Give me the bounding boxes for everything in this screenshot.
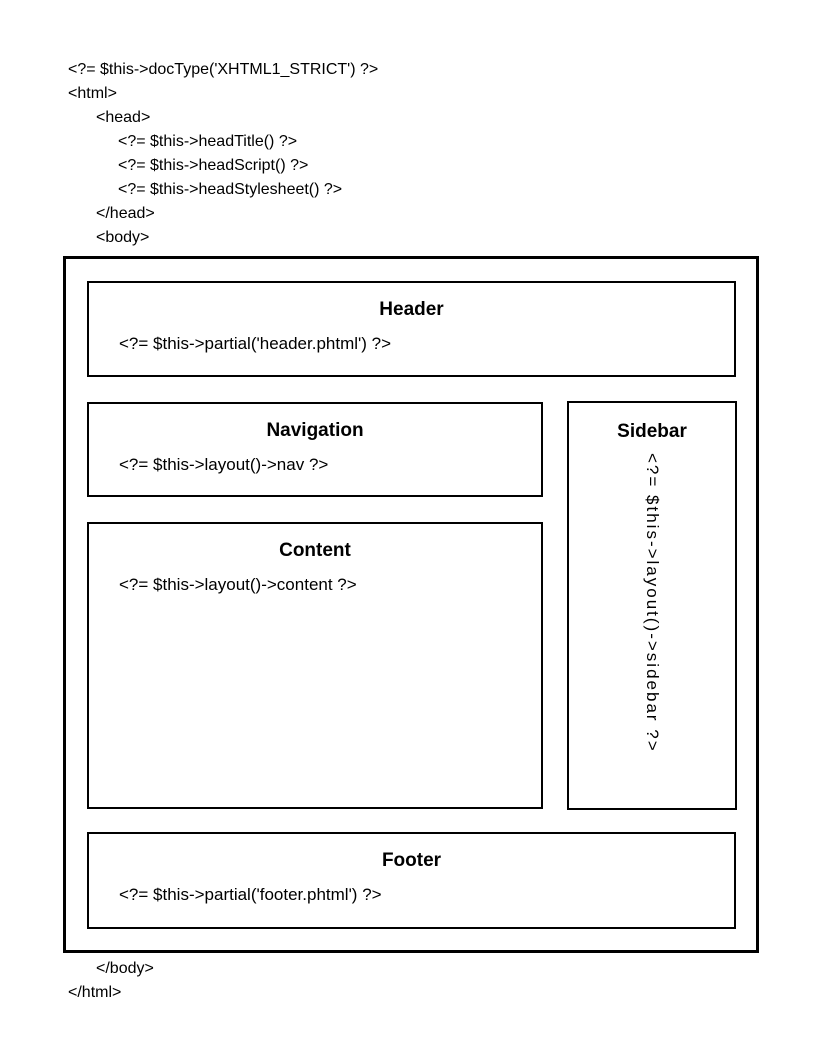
content-title: Content bbox=[279, 540, 351, 561]
body-outline-box: Header <?= $this->partial('header.phtml'… bbox=[63, 256, 759, 953]
sidebar-box: Sidebar <?= $this->layout()->sidebar ?> bbox=[567, 401, 737, 810]
code-line-head-open: <head> bbox=[96, 109, 151, 126]
sidebar-title: Sidebar bbox=[617, 421, 687, 442]
content-code: <?= $this->layout()->content ?> bbox=[119, 575, 357, 594]
sidebar-code-vertical: <?= $this->layout()->sidebar ?> bbox=[643, 453, 662, 753]
code-line-doctype: <?= $this->docType('XHTML1_STRICT') ?> bbox=[68, 61, 379, 78]
footer-title: Footer bbox=[381, 850, 442, 871]
code-line-headtitle: <?= $this->headTitle() ?> bbox=[118, 133, 298, 150]
code-line-head-close: </head> bbox=[96, 205, 155, 222]
navigation-title: Navigation bbox=[266, 420, 364, 441]
footer-box: Footer <?= $this->partial('footer.phtml'… bbox=[87, 832, 736, 929]
code-line-body-close: </body> bbox=[96, 960, 154, 977]
header-title: Header bbox=[379, 299, 444, 320]
bottom-code-block: </body> </html> bbox=[68, 957, 154, 1005]
top-code-block: <?= $this->docType('XHTML1_STRICT') ?> <… bbox=[68, 58, 378, 250]
code-line-html-close: </html> bbox=[68, 984, 122, 1001]
code-line-html-open: <html> bbox=[68, 85, 117, 102]
code-line-body-open: <body> bbox=[96, 229, 150, 246]
navigation-code: <?= $this->layout()->nav ?> bbox=[119, 455, 329, 474]
content-box: Content <?= $this->layout()->content ?> bbox=[87, 522, 543, 809]
code-line-headstylesheet: <?= $this->headStylesheet() ?> bbox=[118, 181, 343, 198]
navigation-box: Navigation <?= $this->layout()->nav ?> bbox=[87, 402, 543, 497]
code-line-headscript: <?= $this->headScript() ?> bbox=[118, 157, 309, 174]
footer-code: <?= $this->partial('footer.phtml') ?> bbox=[119, 885, 382, 904]
header-box: Header <?= $this->partial('header.phtml'… bbox=[87, 281, 736, 377]
header-code: <?= $this->partial('header.phtml') ?> bbox=[119, 334, 392, 353]
